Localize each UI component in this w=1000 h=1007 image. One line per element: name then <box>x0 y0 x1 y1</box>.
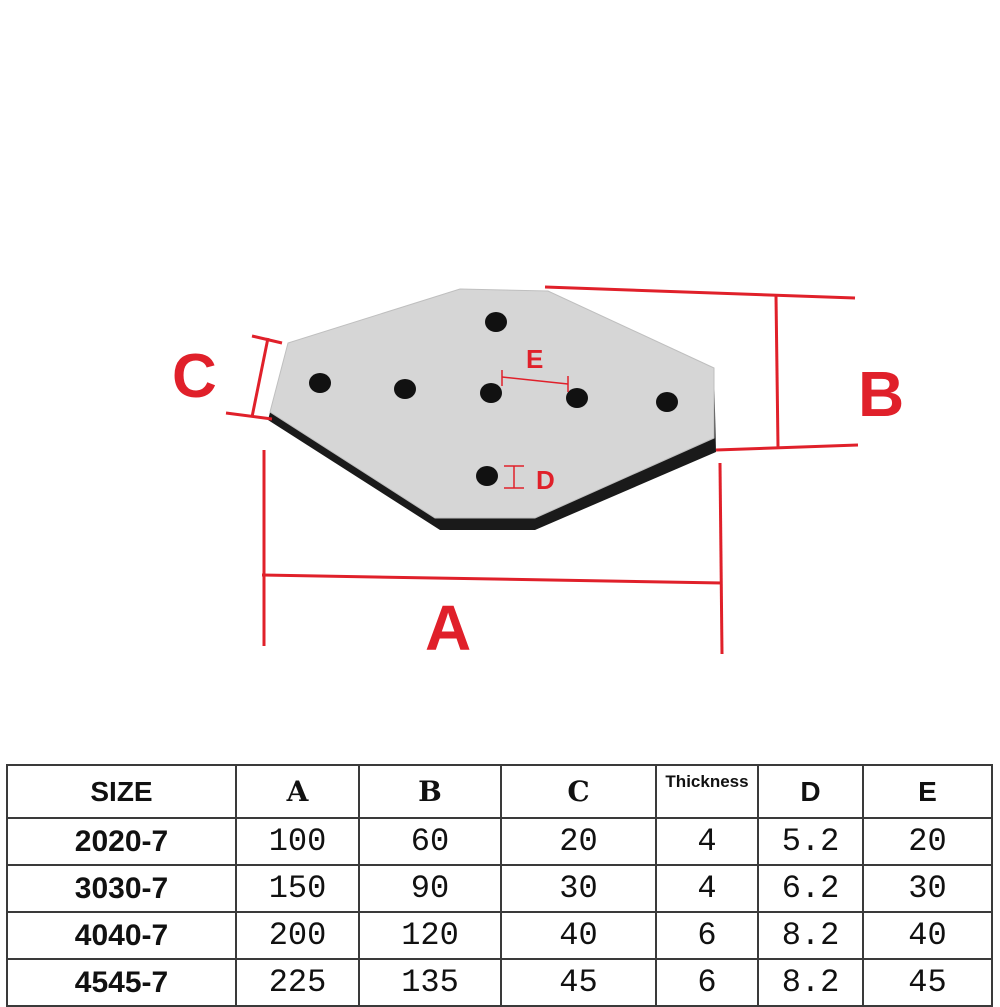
cell-a: 150 <box>235 864 360 913</box>
dim-c-bottom-ext <box>225 411 273 421</box>
cell-e: 45 <box>862 958 993 1007</box>
cell-thickness: 4 <box>655 864 759 913</box>
cell-thickness: 6 <box>655 911 759 960</box>
table-row: 3030-7 150 90 30 4 6.2 30 <box>6 864 993 913</box>
dim-label-a: A <box>425 592 472 664</box>
mounting-holes <box>309 312 678 486</box>
dim-label-c: C <box>172 342 217 411</box>
cell-b: 90 <box>358 864 502 913</box>
cell-c: 30 <box>500 864 657 913</box>
hole-right-inner <box>566 388 588 408</box>
cell-thickness: 4 <box>655 817 759 866</box>
cell-b: 135 <box>358 958 502 1007</box>
cell-e: 30 <box>862 864 993 913</box>
dim-b-bottom-ext <box>715 443 859 452</box>
table-row: 4545-7 225 135 45 6 8.2 45 <box>6 958 993 1007</box>
dim-label-b: B <box>858 358 905 430</box>
cell-c: 20 <box>500 817 657 866</box>
cell-d: 5.2 <box>757 817 864 866</box>
dimension-lines-fine <box>501 370 569 489</box>
header-b: B <box>358 764 502 819</box>
cell-c: 45 <box>500 958 657 1007</box>
table-row: 2020-7 100 60 20 4 5.2 20 <box>6 817 993 866</box>
cell-thickness: 6 <box>655 958 759 1007</box>
header-thickness: Thickness <box>655 764 759 819</box>
header-a: A <box>235 764 360 819</box>
plate-face <box>269 288 715 519</box>
hole-left-inner <box>394 379 416 399</box>
header-c: C <box>500 764 657 819</box>
cell-d: 6.2 <box>757 864 864 913</box>
cell-e: 40 <box>862 911 993 960</box>
cell-c: 40 <box>500 911 657 960</box>
hole-center <box>480 383 502 403</box>
dim-b-top-ext <box>544 285 856 300</box>
dim-label-e: E <box>526 344 544 374</box>
cell-b: 60 <box>358 817 502 866</box>
cell-a: 200 <box>235 911 360 960</box>
hole-right-outer <box>656 392 678 412</box>
cell-a: 225 <box>235 958 360 1007</box>
dim-label-d: D <box>536 465 555 495</box>
cell-size: 3030-7 <box>6 864 237 913</box>
header-size: SIZE <box>6 764 237 819</box>
dim-b-line <box>774 295 780 448</box>
cell-d: 8.2 <box>757 911 864 960</box>
dim-a-line <box>261 573 723 585</box>
dim-e-line <box>501 376 569 385</box>
cell-e: 20 <box>862 817 993 866</box>
plate-diagram: A B C D E <box>172 285 905 664</box>
header-e: E <box>862 764 993 819</box>
dim-a-right-ext <box>718 462 724 655</box>
cell-size: 4545-7 <box>6 958 237 1007</box>
dimension-lines <box>225 285 859 655</box>
dim-c-line <box>250 337 270 418</box>
cell-b: 120 <box>358 911 502 960</box>
hole-left-outer <box>309 373 331 393</box>
table-header-row: SIZE A B C Thickness D E <box>6 764 993 819</box>
table-row: 4040-7 200 120 40 6 8.2 40 <box>6 911 993 960</box>
cell-d: 8.2 <box>757 958 864 1007</box>
hole-bottom <box>476 466 498 486</box>
plate-drawing <box>225 285 859 655</box>
spec-table: SIZE A B C Thickness D E 2020-7 100 60 2… <box>6 764 993 1007</box>
cell-size: 4040-7 <box>6 911 237 960</box>
hole-top <box>485 312 507 332</box>
cell-size: 2020-7 <box>6 817 237 866</box>
cell-a: 100 <box>235 817 360 866</box>
header-d: D <box>757 764 864 819</box>
